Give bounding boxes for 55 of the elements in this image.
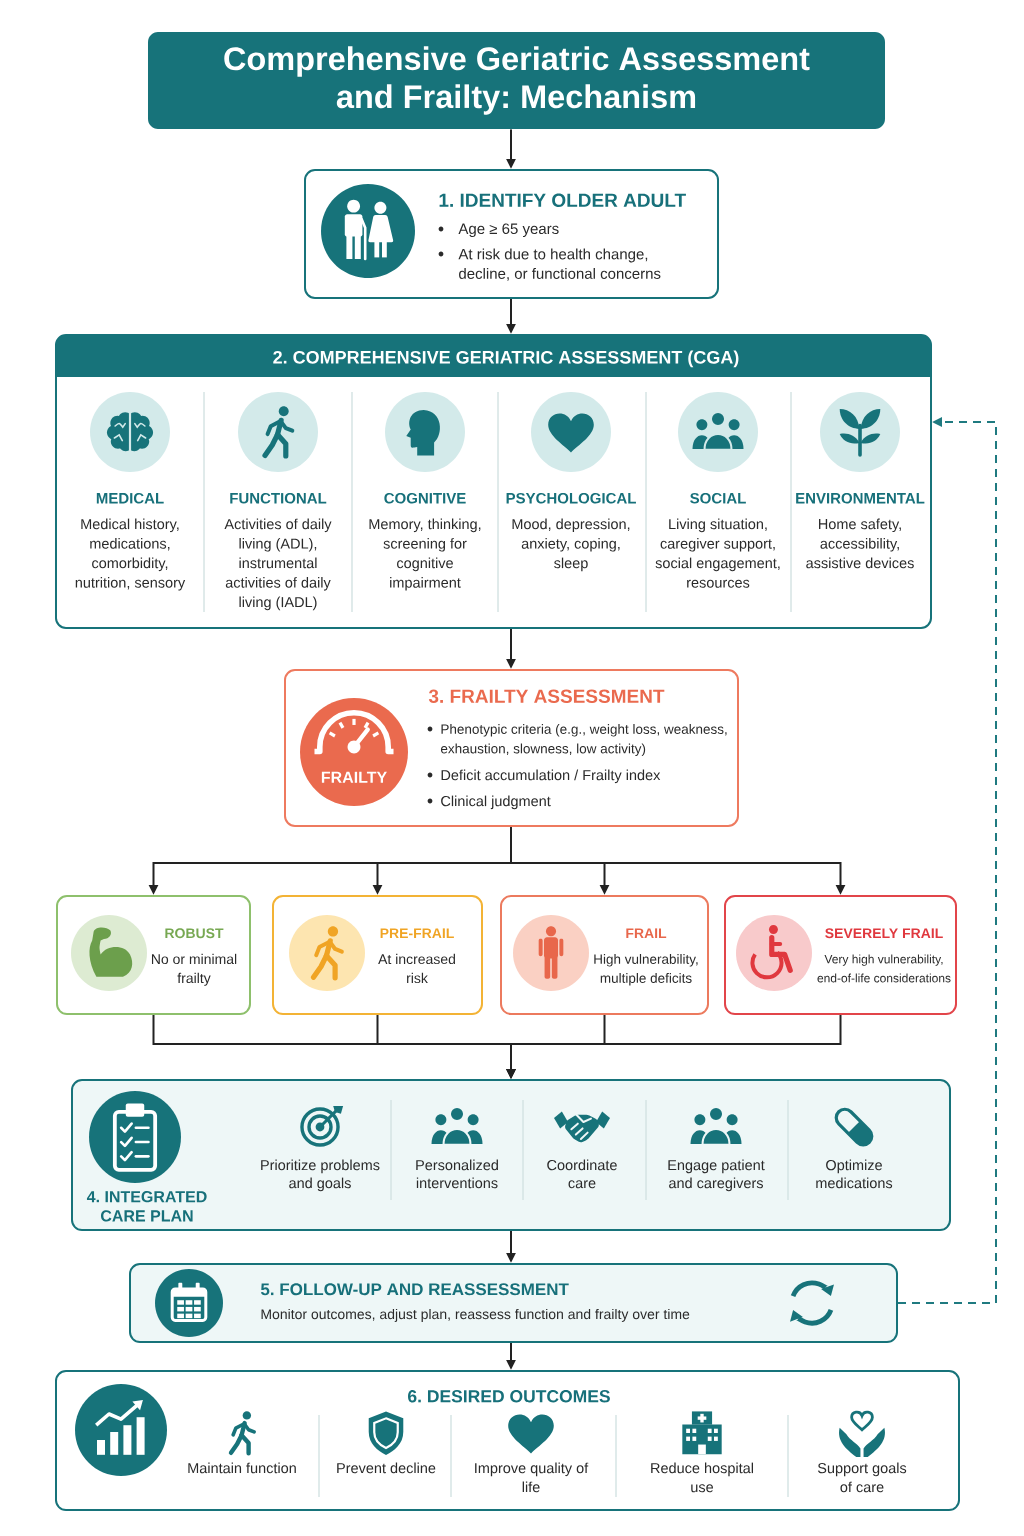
category-text: Very high vulnerability, end-of-life considerations (817, 954, 951, 983)
panel-heading: 6. DESIRED OUTCOMES (408, 1390, 610, 1403)
category-card (500, 895, 709, 1015)
item-label: Prevent decline (337, 1462, 436, 1474)
category-heading: MEDICAL (96, 492, 164, 504)
category-card (724, 895, 957, 1015)
bullet-text: Clinical judgment (441, 795, 551, 810)
item-label: Coordinate care (547, 1159, 617, 1189)
assessment-panel (55, 334, 932, 629)
category-heading: SEVERELY FRAIL (825, 928, 943, 939)
category-text: No or minimal frailty (152, 953, 237, 986)
category-text: Medical history, medications, comorbidity, nutrition, sensory (75, 518, 186, 591)
step-heading: 1. IDENTIFY OLDER ADULT (439, 193, 686, 207)
bullet-text: Deficit accumulation / Frailty index (441, 769, 661, 784)
step-box (129, 1263, 898, 1343)
category-text: High vulnerability, multiple deficits (594, 954, 698, 986)
category-text: Home safety, accessibility, assistive devices (806, 518, 914, 569)
category-heading: FUNCTIONAL (230, 492, 327, 504)
item-label: Support goals of care (817, 1462, 907, 1493)
bullet-text: Phenotypic criteria (e.g., weight loss, weakness, exhaustion, slowness, low activity) (440, 724, 727, 757)
title-banner: Comprehensive Geriatric Assessment and Frailty: Mechanism (148, 32, 885, 129)
bullet-text: At risk due to health change, decline, or functional concerns (458, 248, 661, 281)
category-heading: COGNITIVE (384, 492, 466, 504)
category-card (56, 895, 251, 1015)
circle-label: FRAILTY (321, 771, 387, 783)
step-heading: 5. FOLLOW-UP AND REASSESSMENT (260, 1283, 569, 1296)
item-label: Personalized interventions (416, 1159, 498, 1189)
category-card (272, 895, 483, 1015)
dashed-arrow (897, 417, 997, 1304)
category-heading: FRAIL (626, 928, 667, 938)
item-label: Engage patient and caregivers (668, 1159, 765, 1192)
category-heading: ROBUST (165, 928, 224, 939)
category-text: Memory, thinking, screening for cognitive impairment (369, 518, 481, 591)
panel-heading: 4. INTEGRATED CARE PLAN (86, 1191, 207, 1222)
step-text: Monitor outcomes, adjust plan, reassess function and frailty over time (261, 1308, 690, 1322)
item-label: Prioritize problems and goals (261, 1159, 380, 1192)
item-label: Reduce hospital use (651, 1462, 753, 1493)
step-heading: 3. FRAILTY ASSESSMENT (428, 689, 665, 704)
category-heading: ENVIRONMENTAL (796, 492, 925, 504)
item-label: Improve quality of life (475, 1462, 589, 1493)
bullet-text: Age ≥ 65 years (458, 223, 559, 237)
category-text: At increased risk (378, 953, 455, 984)
category-heading: SOCIAL (690, 492, 746, 504)
care-plan-panel (71, 1079, 951, 1231)
category-heading: PRE-FRAIL (380, 928, 454, 938)
category-text: Living situation, caregiver support, social engagement, resources (655, 518, 780, 588)
band-title: 2. COMPREHENSIVE GERIATRIC ASSESSMENT (CGA) (273, 350, 739, 368)
step-box (304, 169, 719, 299)
category-heading: PSYCHOLOGICAL (506, 492, 636, 504)
outcomes-panel (55, 1370, 960, 1511)
item-label: Maintain function (188, 1462, 296, 1474)
category-text: Mood, depression, anxiety, coping, sleep (512, 518, 630, 572)
category-text: Activities of daily living (ADL), instrumental activities of daily living (IADL) (224, 518, 332, 611)
item-label: Optimize medications (816, 1159, 893, 1189)
frailty-circle (300, 698, 408, 806)
